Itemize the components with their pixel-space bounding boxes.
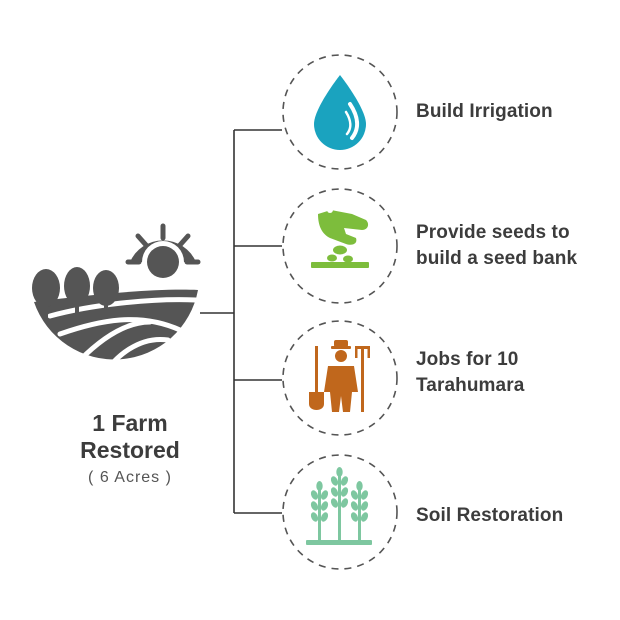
label-line: Soil Restoration [416, 505, 564, 526]
icon-circle-4 [282, 454, 398, 570]
label-line: Provide seeds to [416, 222, 570, 243]
label-soil-restoration: Soil Restoration [416, 503, 563, 529]
label-line: Jobs for 10 [416, 349, 519, 370]
center-title-line-2: Restored [80, 437, 180, 463]
water-drop-icon [314, 75, 366, 150]
label-line: Tarahumara [416, 375, 525, 396]
icon-circle-3 [282, 320, 398, 436]
icon-circle-1 [282, 54, 398, 170]
label-build-irrigation: Build Irrigation [416, 99, 553, 125]
wheat-icon [306, 467, 372, 545]
tree-icons [32, 267, 119, 320]
hand-seeds-icon [311, 207, 369, 268]
label-provide-seeds: Provide seeds to build a seed bank [416, 220, 577, 272]
label-jobs: Jobs for 10 Tarahumara [416, 347, 524, 399]
farmer-icon [309, 340, 370, 412]
farm-icon [32, 223, 201, 393]
center-subtitle: ( 6 Acres ) [88, 469, 172, 486]
center-title-line-1: 1 Farm [92, 410, 168, 436]
connector-lines [200, 129, 282, 514]
center-title: 1 Farm Restored [30, 410, 230, 464]
label-line: build a seed bank [416, 248, 578, 269]
sun-icon [125, 223, 201, 283]
label-line: Build Irrigation [416, 101, 553, 122]
icon-circle-2 [282, 188, 398, 304]
